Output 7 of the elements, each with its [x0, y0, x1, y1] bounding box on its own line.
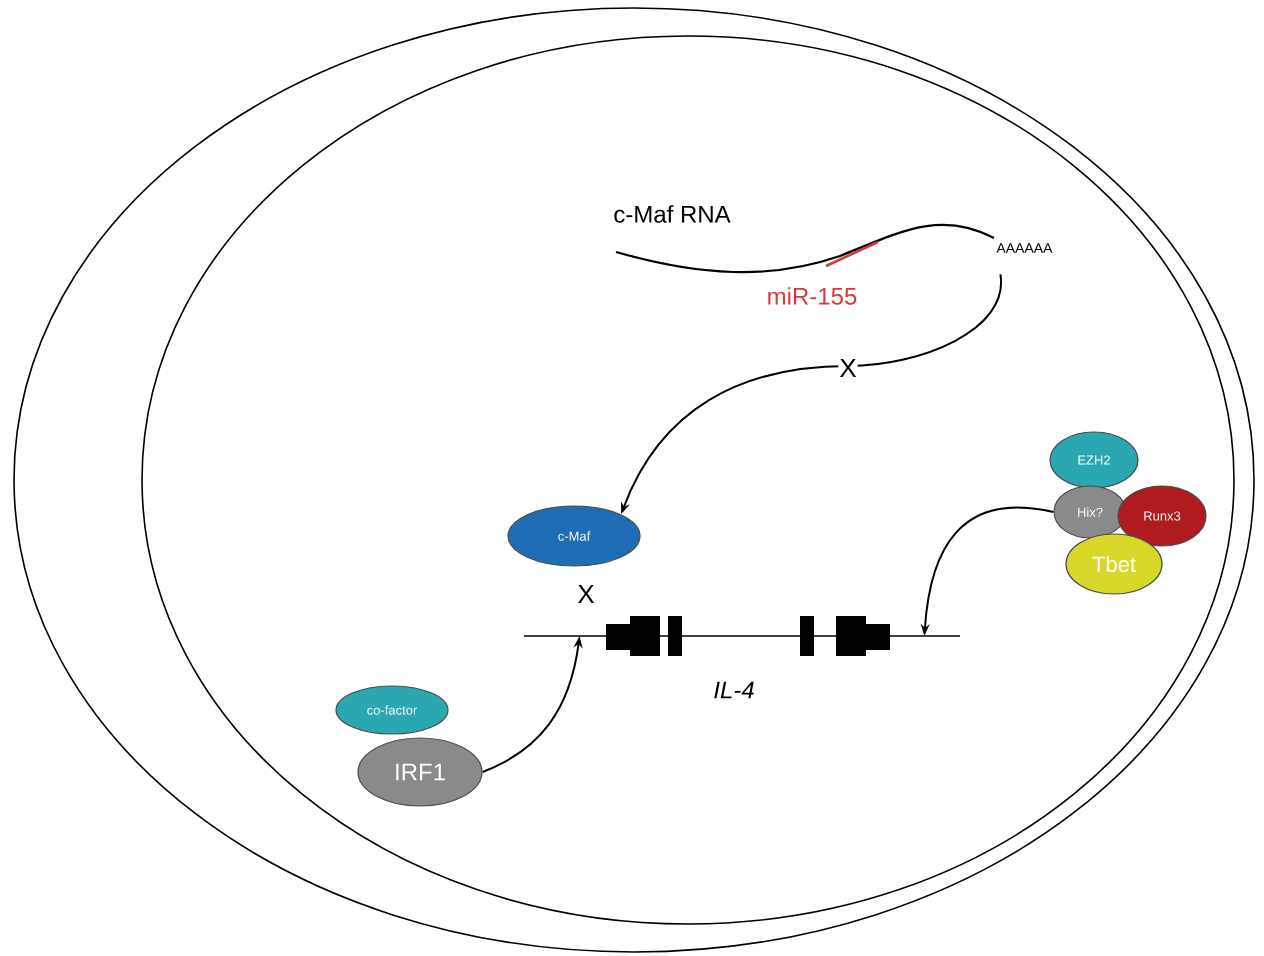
block-mark: X: [577, 585, 595, 603]
cell-membrane: [13, 7, 1255, 953]
rna-label: c-Maf RNA: [614, 205, 731, 223]
nucleus-membrane: [141, 35, 1235, 925]
gene-label: IL-4: [714, 681, 754, 699]
mirna-label: miR-155: [768, 287, 857, 305]
block-mark: X: [838, 358, 858, 378]
